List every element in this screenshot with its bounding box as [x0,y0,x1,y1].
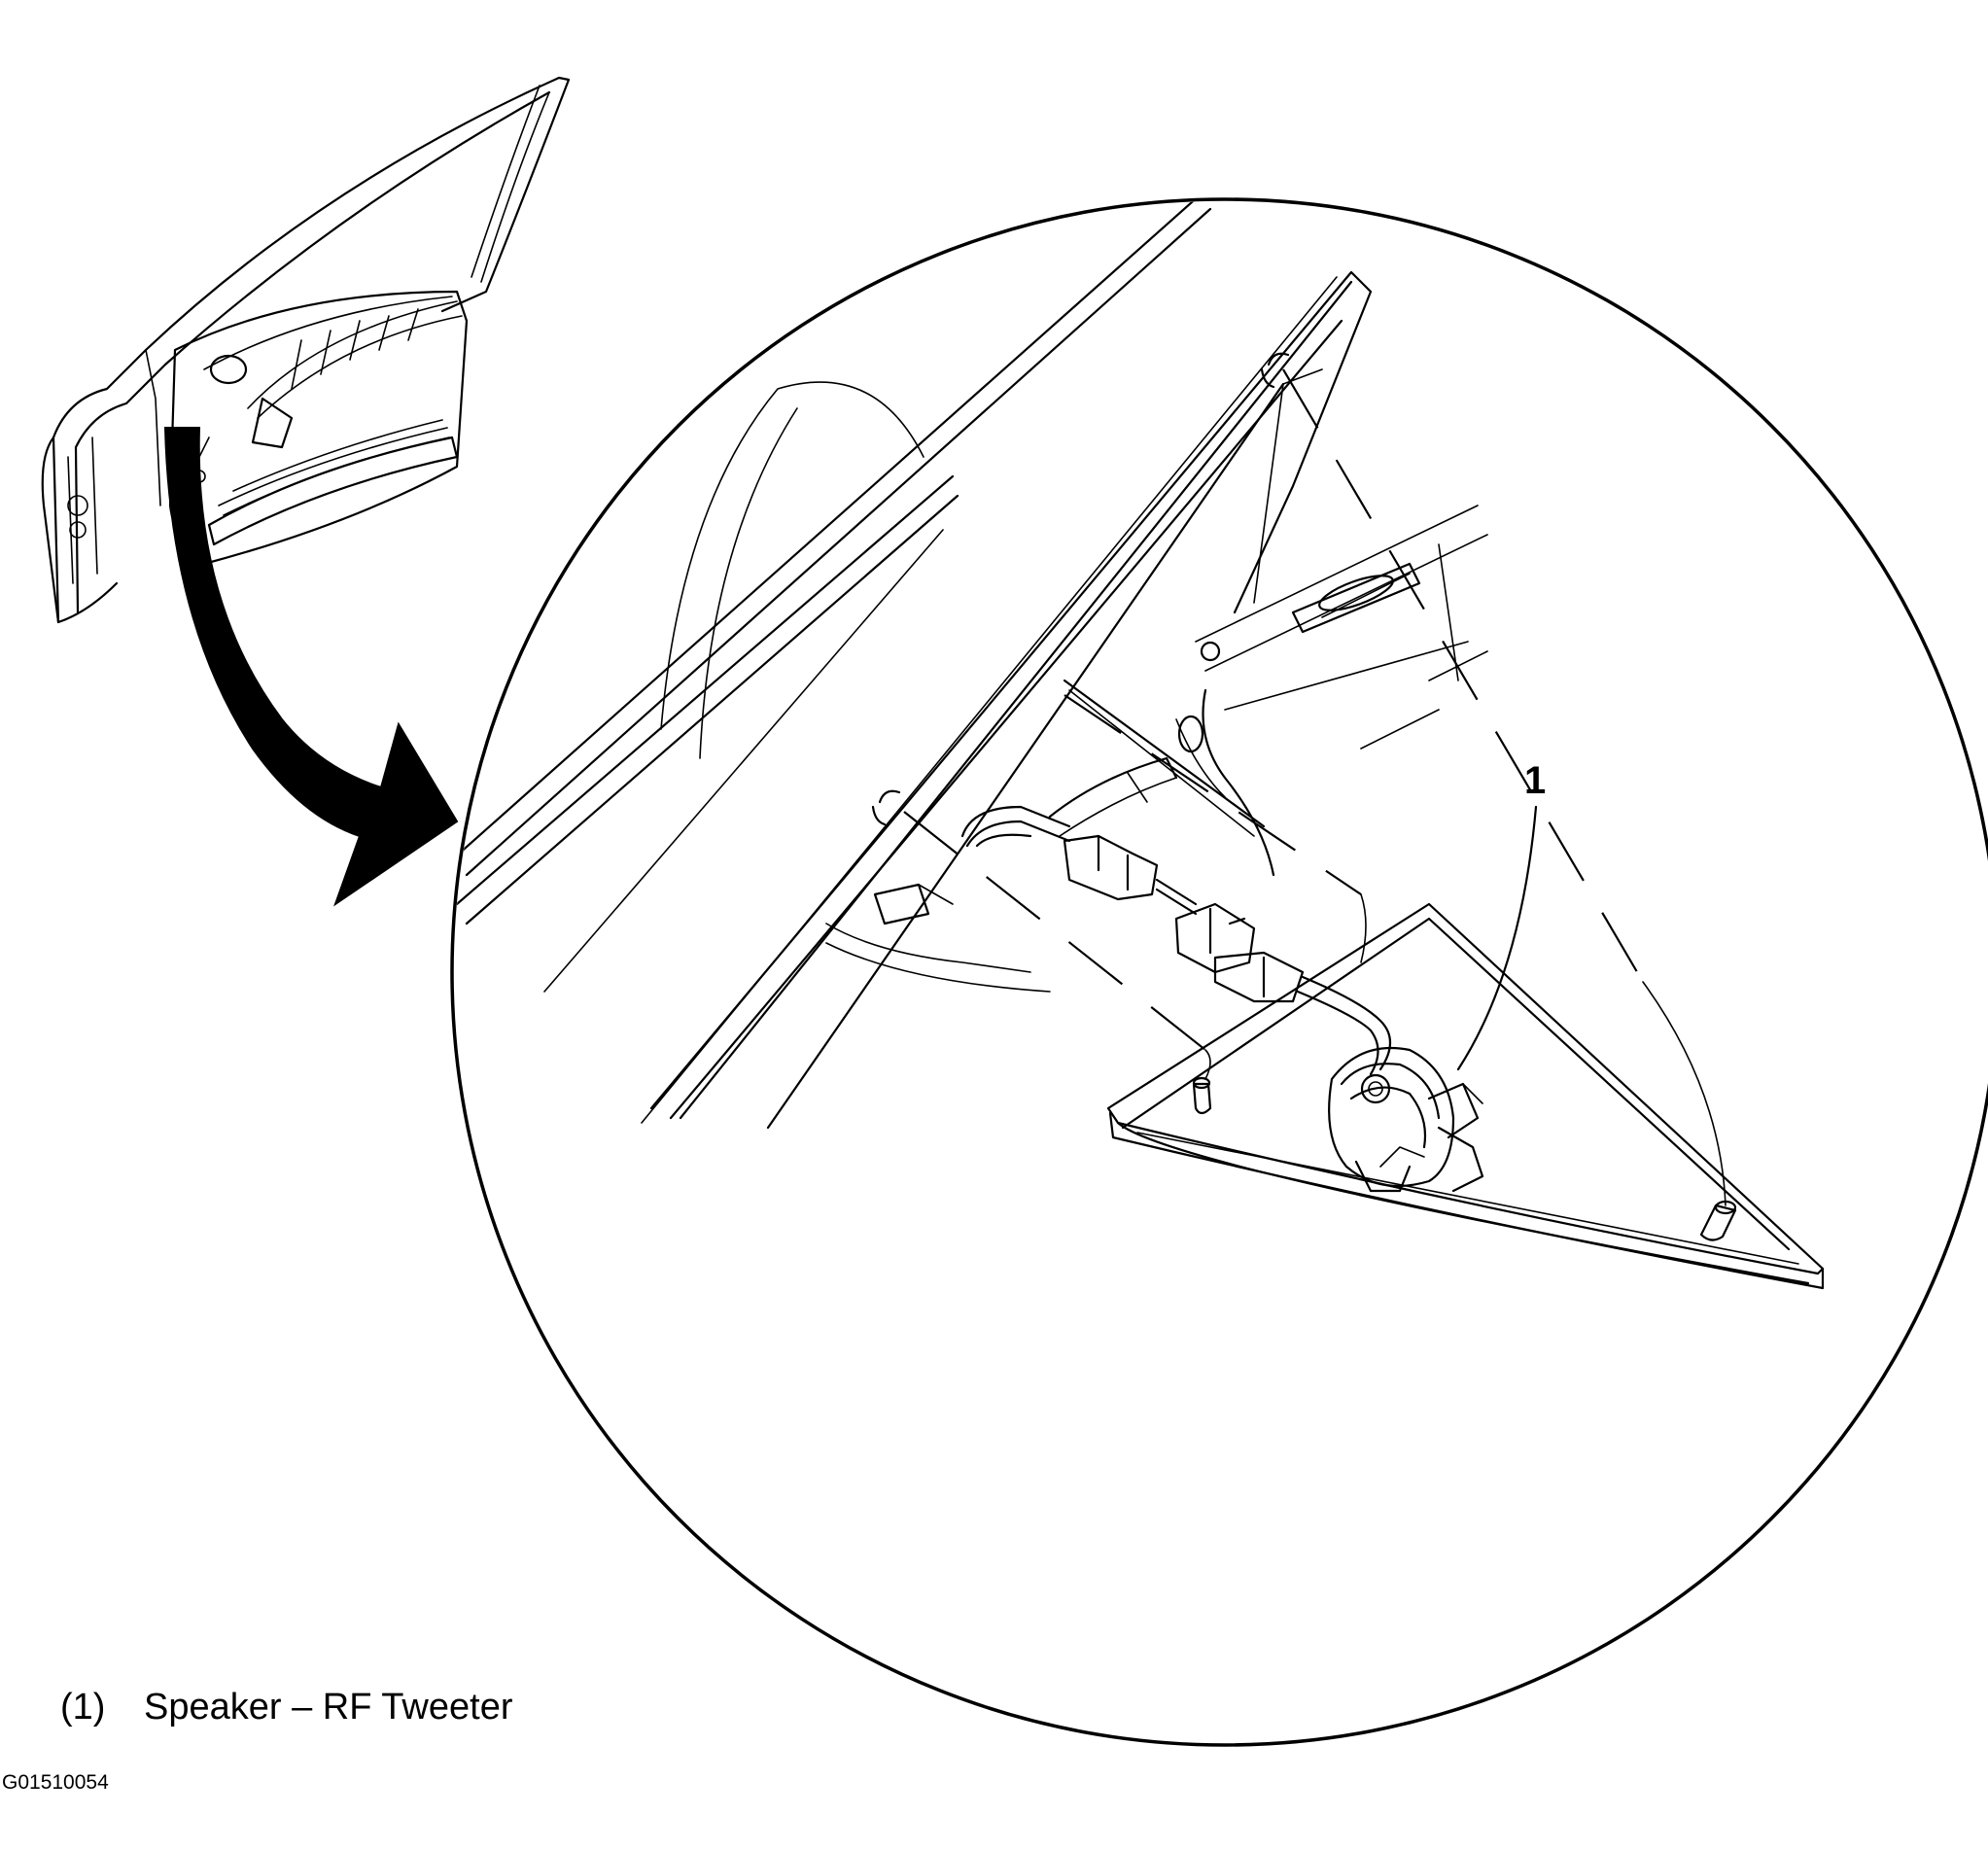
legend-label: Speaker – RF Tweeter [144,1687,513,1728]
figure-id: G01510054 [2,1771,109,1794]
legend-item: (1) Speaker – RF Tweeter [60,1687,512,1728]
detail-view [457,194,1823,1288]
legend-number: (1) [60,1687,106,1728]
front-door-overview-icon [43,78,569,622]
sail-panel-trim-icon [1108,904,1823,1288]
wire-harness-connector-icon [962,807,1390,1074]
detail-pointer-arrow-icon [165,428,457,904]
rf-tweeter-speaker-icon [1329,1048,1482,1191]
detail-magnifier-circle-icon [452,199,1988,1745]
callout-number-1: 1 [1524,759,1546,802]
